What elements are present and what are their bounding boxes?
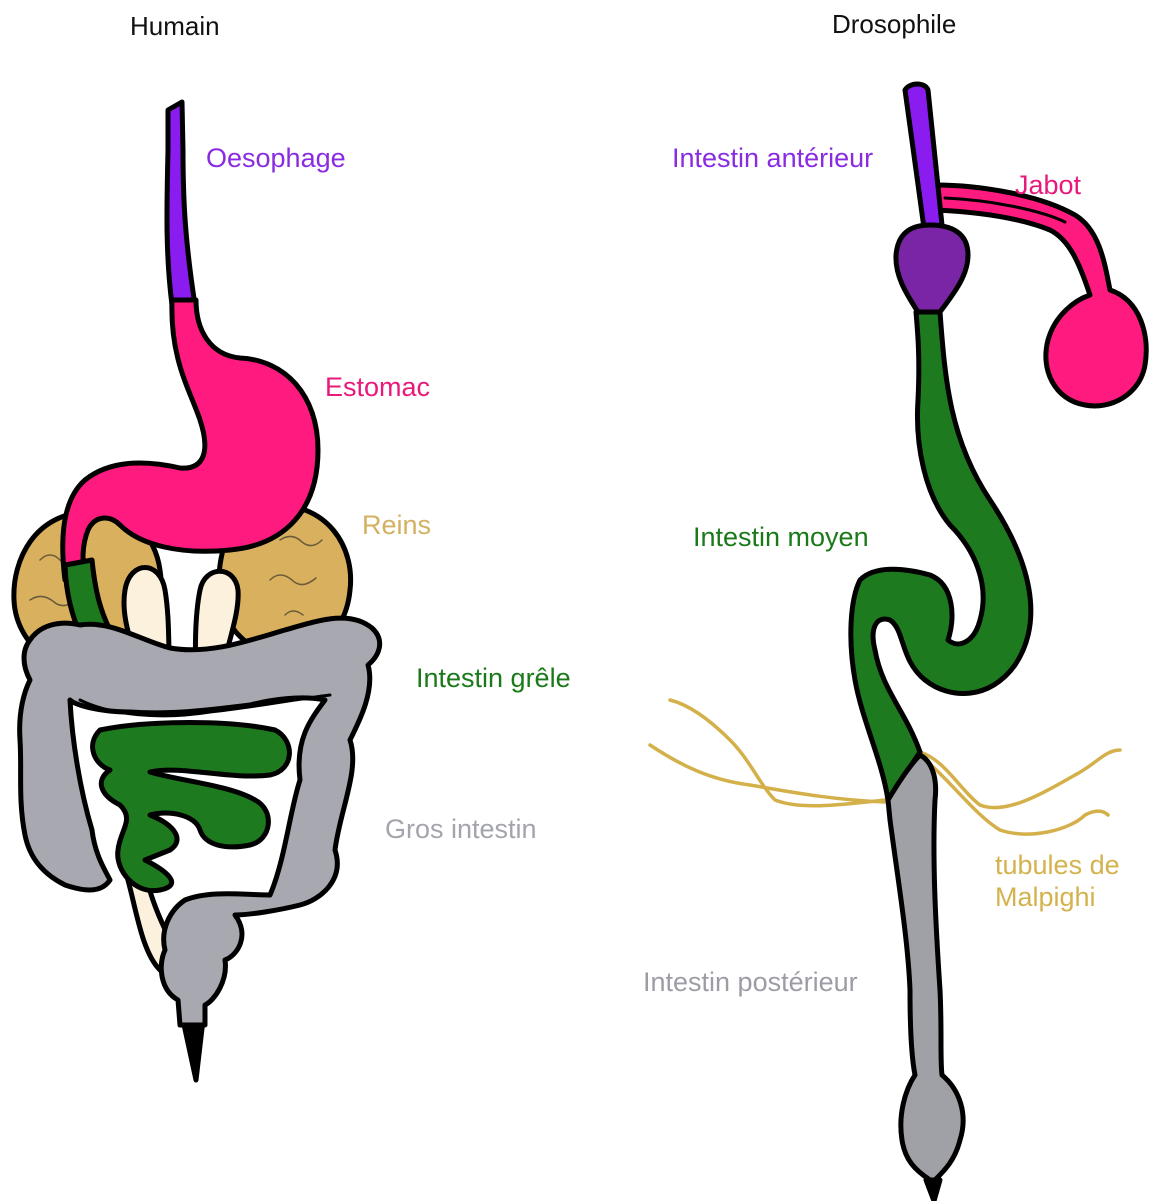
fly-foregut [905, 84, 942, 228]
label-midgut: Intestin moyen [693, 522, 869, 553]
label-large-intestine: Gros intestin [385, 814, 537, 845]
fly-crop [935, 185, 1146, 406]
label-oesophagus: Oesophage [206, 143, 346, 174]
fly-hindgut-tip [926, 1180, 940, 1201]
label-malpighian-line1: tubules de [995, 850, 1120, 881]
label-foregut: Intestin antérieur [672, 143, 873, 174]
human-oesophagus [167, 102, 195, 305]
fly-hindgut [888, 755, 963, 1180]
label-stomach: Estomac [325, 372, 430, 403]
human-small-intestine-coils [93, 723, 290, 891]
fly-midgut [851, 312, 1031, 800]
fly-proventriculus [896, 225, 968, 312]
label-hindgut: Intestin postérieur [643, 967, 858, 998]
human-rectum-tip [183, 1020, 203, 1080]
label-crop: Jabot [1015, 170, 1081, 201]
human-digestive-system [14, 102, 380, 1080]
label-small-intestine: Intestin grêle [416, 663, 571, 694]
fly-digestive-system [650, 84, 1146, 1201]
heading-fly: Drosophile [832, 10, 956, 40]
heading-human: Humain [130, 12, 220, 42]
label-malpighian-line2: Malpighi [995, 882, 1096, 913]
label-kidneys: Reins [362, 510, 431, 541]
